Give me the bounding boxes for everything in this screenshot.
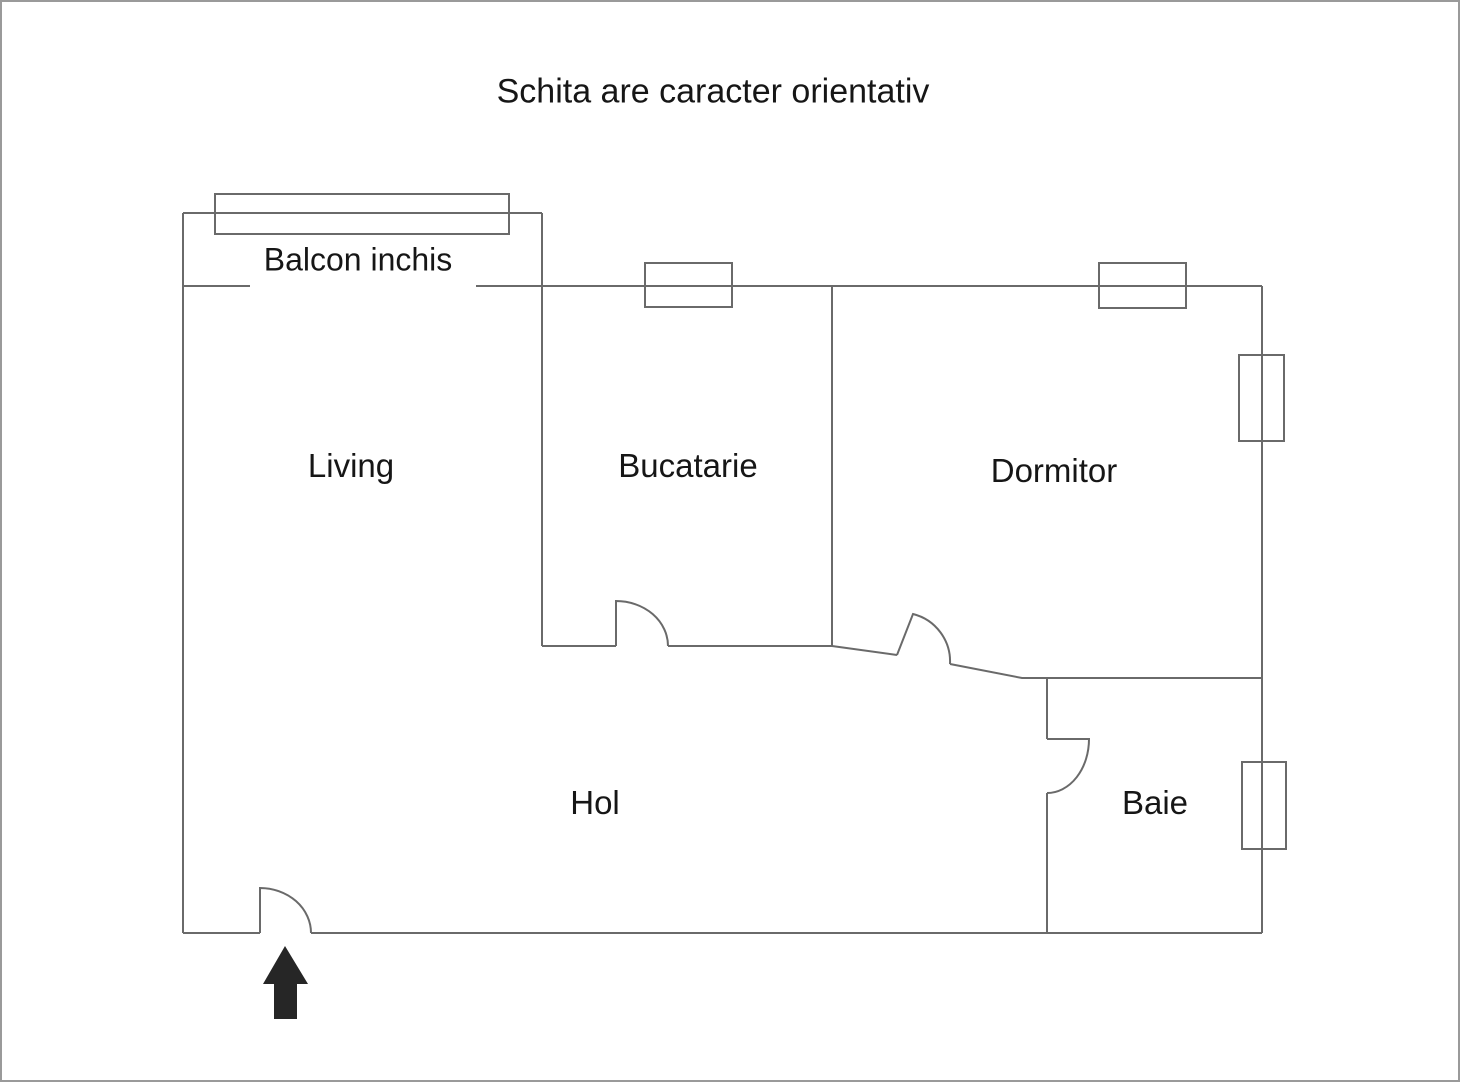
doors: [259, 599, 1091, 934]
bathroom-door: [1046, 738, 1091, 794]
walls: [182, 212, 1263, 934]
room-label-balcony: Balcon inchis: [263, 241, 453, 278]
room-label-kitchen: Bucatarie: [618, 447, 758, 484]
kitchen-window: [644, 262, 733, 308]
balcony-window: [214, 193, 510, 235]
entrance-arrow-icon: [263, 946, 308, 1019]
entrance-door: [259, 886, 312, 934]
kitchen-door: [615, 599, 669, 647]
wall-bedroom-bath: [949, 663, 1262, 679]
room-label-bedroom: Dormitor: [990, 452, 1118, 489]
windows: [214, 193, 1287, 850]
bedroom-right-window: [1238, 354, 1285, 442]
room-label-bathroom: Baie: [1121, 784, 1189, 821]
bathroom-window: [1241, 761, 1287, 850]
bedroom-door: [896, 612, 952, 665]
wall-hall-bedroom-slant-left: [831, 645, 898, 656]
bedroom-top-window: [1098, 262, 1187, 309]
room-label-living: Living: [307, 447, 395, 484]
plan-disclaimer-title: Schita are caracter orientativ: [496, 72, 930, 111]
room-label-hall: Hol: [570, 784, 620, 821]
